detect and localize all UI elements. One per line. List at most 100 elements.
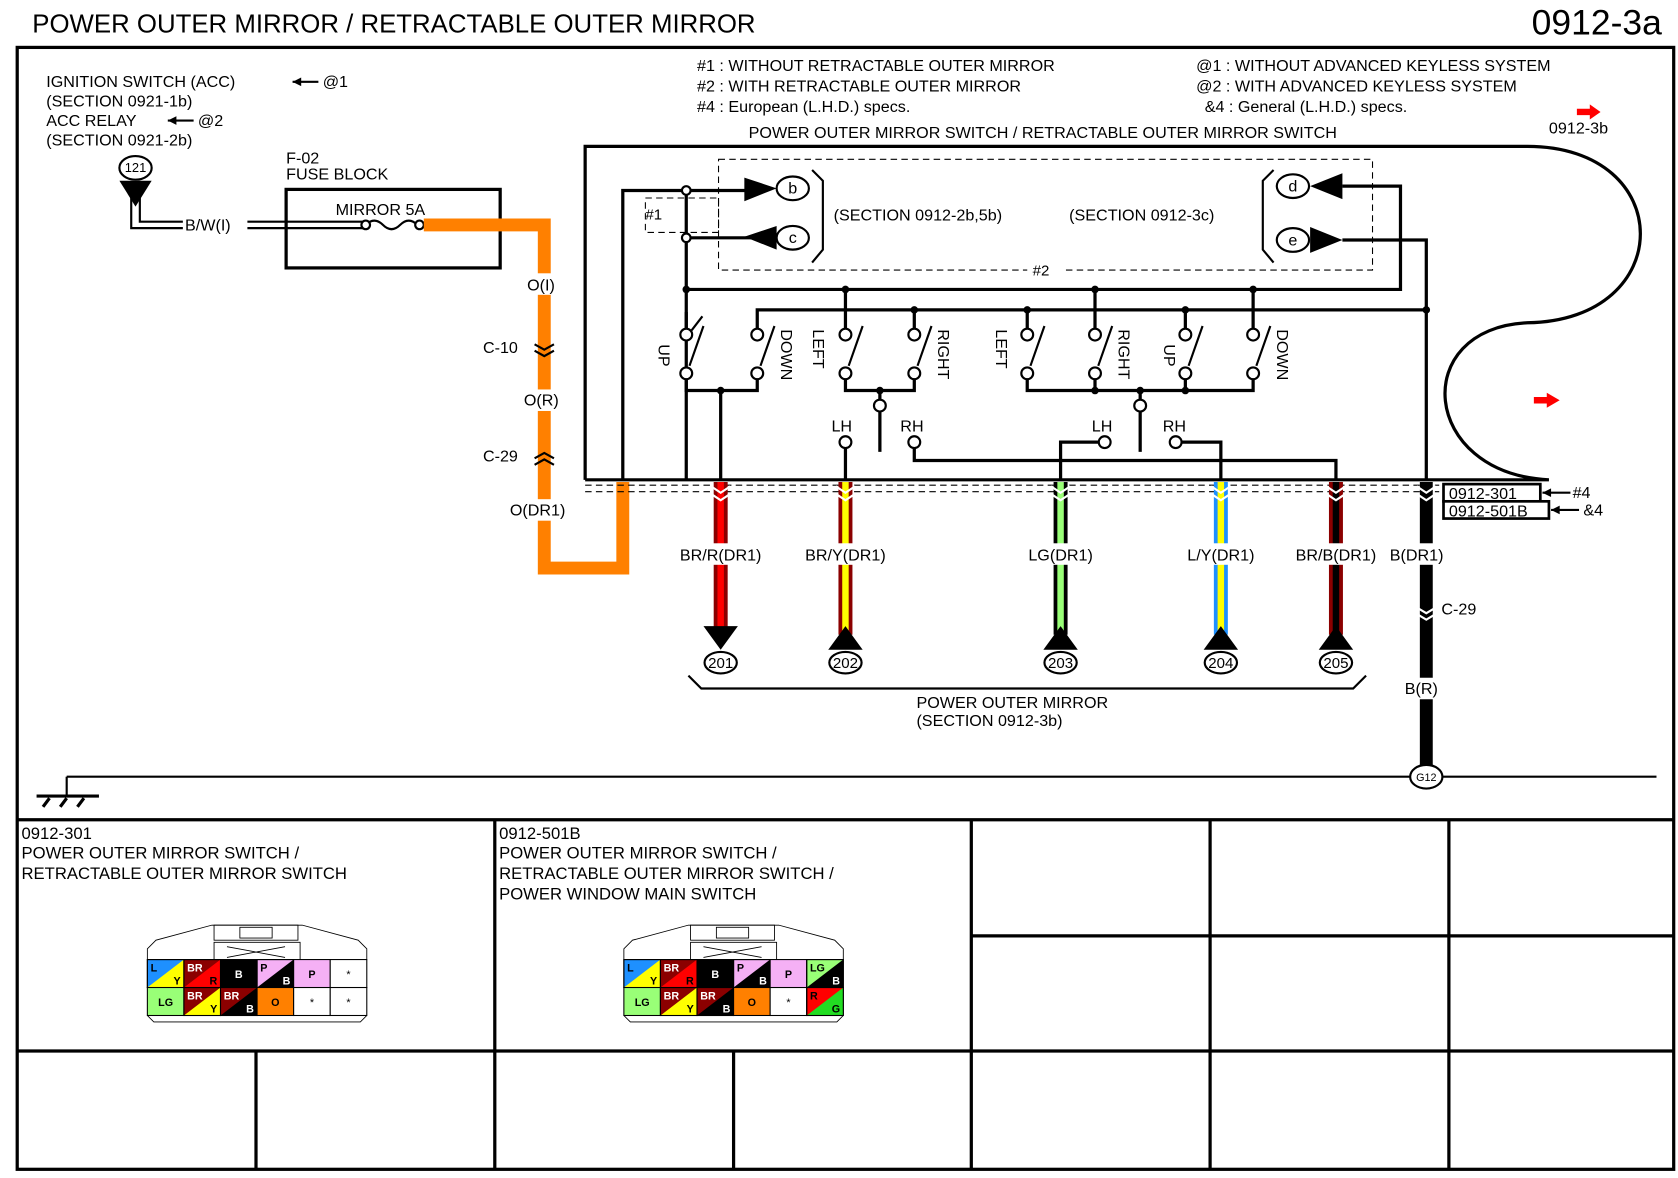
connector-pin: * bbox=[293, 986, 331, 1017]
svg-text:B: B bbox=[832, 975, 840, 987]
contact-label: RIGHT bbox=[1115, 329, 1133, 379]
ground-point-g12 bbox=[1409, 763, 1444, 790]
terminal-label: 201 bbox=[708, 655, 733, 672]
terminal-201 bbox=[703, 650, 738, 675]
connector-pin: O bbox=[733, 986, 771, 1017]
arrow-up-icon bbox=[828, 626, 863, 650]
contact-label: UP bbox=[1160, 344, 1178, 366]
arrow-up-icon bbox=[1043, 626, 1078, 650]
connector-pin: * bbox=[769, 986, 808, 1017]
terminal-c-arrow-icon bbox=[744, 225, 777, 250]
svg-text:L: L bbox=[627, 962, 634, 974]
connector-pin: * bbox=[329, 986, 368, 1017]
connector-ref-501b[interactable]: 0912-501B &4 bbox=[1442, 499, 1604, 520]
output-wire-202: BR/Y(DR1)202 bbox=[791, 481, 900, 675]
connector-icon bbox=[710, 485, 731, 502]
terminal-b-label: b bbox=[788, 180, 797, 198]
connector-c29-icon bbox=[534, 451, 555, 466]
svg-text:*: * bbox=[346, 997, 351, 1009]
svg-text:LG: LG bbox=[635, 997, 650, 1009]
terminal-label: 204 bbox=[1208, 655, 1233, 672]
terminal-e-arrow-icon bbox=[1310, 227, 1343, 253]
connector-ref-tag: &4 bbox=[1583, 501, 1603, 519]
terminal-d-label: d bbox=[1288, 178, 1297, 196]
connector-pin: LY bbox=[623, 959, 661, 989]
fuse-block: F-02 FUSE BLOCK MIRROR 5A bbox=[284, 150, 502, 270]
fuse-label: MIRROR 5A bbox=[336, 201, 426, 219]
power-outer-mirror: POWER OUTER MIRROR (SECTION 0912-3b) bbox=[687, 674, 1367, 730]
selector-rh-right: RH bbox=[1163, 417, 1186, 435]
svg-text:BR: BR bbox=[224, 990, 240, 1002]
arrow-up-icon bbox=[1318, 626, 1354, 650]
svg-text:B: B bbox=[283, 975, 291, 987]
svg-text:O: O bbox=[748, 997, 756, 1009]
terminal-d bbox=[1275, 173, 1311, 200]
terminal-205 bbox=[1318, 650, 1354, 675]
next-page-link[interactable]: 0912-3b bbox=[1549, 119, 1608, 137]
connector-ref-301[interactable]: 0912-301 #4 bbox=[1442, 482, 1591, 503]
connector-icon bbox=[1325, 485, 1347, 502]
wire-label-b-dr1: B(DR1) bbox=[1390, 546, 1444, 564]
source-tag-at2: @2 bbox=[198, 112, 223, 130]
connector-pin: P bbox=[769, 959, 808, 989]
switch-contact-down-right: DOWN bbox=[1246, 325, 1291, 381]
selector-lh-left: LH bbox=[831, 417, 852, 435]
connector-pin: BRY bbox=[183, 986, 222, 1017]
svg-text:G: G bbox=[832, 1003, 840, 1015]
contact-label: LEFT bbox=[809, 329, 827, 369]
switch-contact-up-left: UP bbox=[654, 312, 705, 381]
fuse-block-id: F-02 bbox=[286, 150, 319, 168]
output-wire-201: BR/R(DR1) 201 bbox=[666, 481, 775, 675]
svg-text:R: R bbox=[210, 975, 218, 987]
connector-icon bbox=[1050, 485, 1071, 502]
connector-desc: RETRACTABLE OUTER MIRROR SWITCH / bbox=[499, 864, 834, 883]
connector-pin: BRY bbox=[659, 986, 698, 1017]
connector-desc: POWER OUTER MIRROR SWITCH / bbox=[22, 843, 300, 862]
svg-text:L: L bbox=[151, 962, 158, 974]
svg-text:BR: BR bbox=[700, 990, 716, 1002]
selector-rh-left: RH bbox=[900, 417, 923, 435]
svg-text:P: P bbox=[785, 969, 792, 981]
note-at1: @1 : WITHOUT ADVANCED KEYLESS SYSTEM bbox=[1196, 57, 1550, 75]
switch-contact-up-right: UP bbox=[1160, 325, 1204, 381]
output-wire-203: LG(DR1)203 bbox=[1006, 481, 1115, 675]
switch-contact-left-right: LEFT bbox=[992, 325, 1046, 381]
switch-contact-down-left: DOWN bbox=[750, 325, 795, 381]
connector-c29-ground-label: C-29 bbox=[1441, 600, 1476, 618]
svg-text:LG: LG bbox=[810, 962, 825, 974]
connector-pin: * bbox=[329, 959, 368, 989]
wire-label-o-i: O(I) bbox=[527, 277, 555, 295]
connector-pin: LG bbox=[623, 986, 661, 1017]
arrow-up-icon bbox=[1203, 626, 1239, 650]
output-wire-204: L/Y(DR1)204 bbox=[1167, 481, 1275, 675]
connector-desc: RETRACTABLE OUTER MIRROR SWITCH bbox=[22, 864, 347, 883]
svg-text:R: R bbox=[686, 975, 694, 987]
source-tag-at1: @1 bbox=[323, 73, 348, 91]
option-2-label: #2 bbox=[1033, 262, 1050, 279]
connector-c29-icon bbox=[1414, 605, 1438, 621]
ground-point-label: G12 bbox=[1416, 772, 1436, 784]
svg-text:*: * bbox=[786, 997, 791, 1009]
section-right: (SECTION 0912-3c) bbox=[1069, 207, 1214, 225]
continue-arrow-icon bbox=[1533, 392, 1560, 408]
contact-label: LEFT bbox=[992, 329, 1010, 369]
svg-text:P: P bbox=[260, 962, 267, 974]
svg-text:B: B bbox=[246, 1003, 254, 1015]
mirror-name: POWER OUTER MIRROR bbox=[916, 694, 1108, 712]
switch-title: POWER OUTER MIRROR SWITCH / RETRACTABLE … bbox=[749, 124, 1337, 142]
selector-lh-right: LH bbox=[1092, 417, 1113, 435]
svg-text:B: B bbox=[235, 969, 243, 981]
terminal-label: 202 bbox=[833, 655, 858, 672]
connector-id: 0912-301 bbox=[22, 824, 92, 843]
terminal-c-label: c bbox=[789, 229, 797, 247]
connector-icon bbox=[1210, 485, 1232, 502]
wire-label: BR/B(DR1) bbox=[1296, 546, 1377, 564]
power-source: IGNITION SWITCH (ACC) @1 (SECTION 0921-1… bbox=[46, 73, 366, 234]
connector-ref-tag: #4 bbox=[1573, 484, 1591, 502]
wire-label: BR/R(DR1) bbox=[680, 546, 762, 564]
contact-label: UP bbox=[654, 344, 672, 366]
connector-desc: POWER WINDOW MAIN SWITCH bbox=[499, 884, 756, 903]
connector-pin: BRR bbox=[183, 959, 222, 989]
